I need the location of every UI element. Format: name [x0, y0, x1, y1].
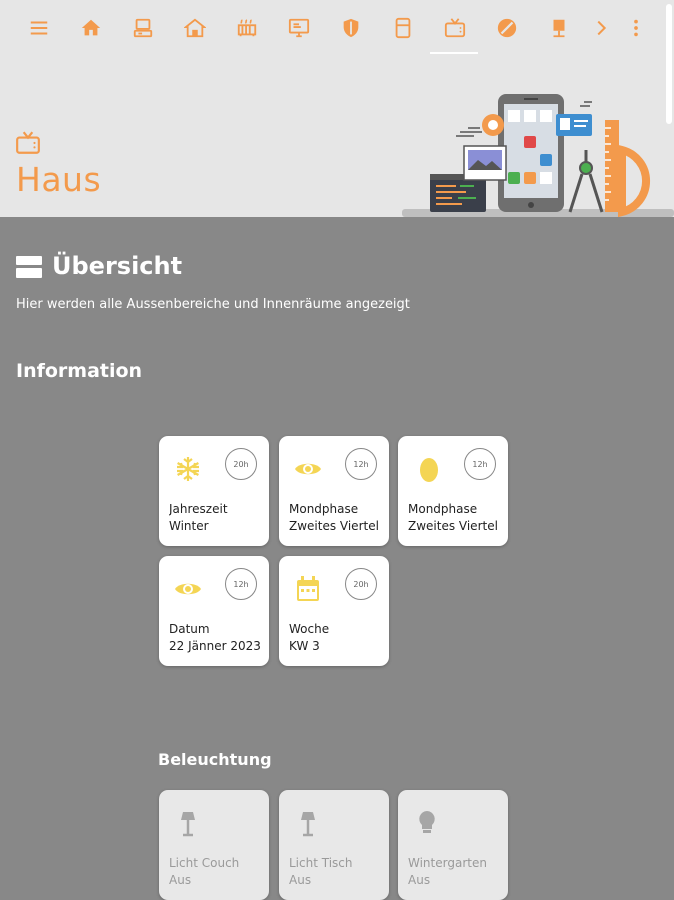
home-icon[interactable]: [77, 14, 105, 42]
menu-icon[interactable]: [25, 14, 53, 42]
chevron-right-icon[interactable]: [587, 14, 615, 42]
card-value: Zweites Viertel: [289, 519, 379, 533]
card-label: Licht Tisch: [289, 856, 353, 870]
view-agenda-icon: [16, 256, 42, 278]
desk-lamp-icon[interactable]: [545, 14, 573, 42]
card-label: Woche: [289, 622, 330, 636]
tv-icon: [14, 130, 42, 156]
beleuchtung-heading: Beleuchtung: [158, 750, 272, 769]
monitor-icon[interactable]: [285, 14, 313, 42]
floor-lamp-icon: [173, 808, 203, 838]
top-bar: Haus: [0, 0, 674, 217]
card-value: Aus: [169, 873, 192, 887]
update-interval-badge: 12h: [225, 568, 257, 600]
scrollbar[interactable]: [666, 4, 672, 124]
card-wintergarten[interactable]: Wintergarten Aus: [398, 790, 508, 900]
card-woche[interactable]: 20h Woche KW 3: [279, 556, 389, 666]
card-mondphase[interactable]: 12h Mondphase Zweites Viertel: [279, 436, 389, 546]
section-description: Hier werden alle Aussenbereiche und Inne…: [16, 297, 410, 312]
tv-icon[interactable]: [441, 14, 469, 42]
computer-icon[interactable]: [129, 14, 157, 42]
card-mondphase-2[interactable]: 12h Mondphase Zweites Viertel: [398, 436, 508, 546]
moon-icon: [412, 454, 442, 484]
active-tab-indicator: [430, 52, 478, 54]
update-interval-badge: 20h: [225, 448, 257, 480]
update-interval-badge: 12h: [345, 448, 377, 480]
eye-icon: [173, 574, 203, 604]
card-label: Wintergarten: [408, 856, 487, 870]
card-label: Licht Couch: [169, 856, 240, 870]
table-lamp-icon: [293, 808, 323, 838]
card-label: Mondphase: [289, 502, 359, 516]
snowflake-icon: [173, 454, 203, 484]
calendar-icon: [293, 574, 323, 604]
section-title: Übersicht: [52, 252, 183, 280]
card-value: KW 3: [289, 639, 320, 653]
header-illustration: [402, 94, 674, 217]
card-value: Aus: [289, 873, 312, 887]
card-licht-tisch[interactable]: Licht Tisch Aus: [279, 790, 389, 900]
card-label: Datum: [169, 622, 210, 636]
house-icon[interactable]: [181, 14, 209, 42]
fridge-icon[interactable]: [389, 14, 417, 42]
update-interval-badge: 20h: [345, 568, 377, 600]
card-label: Jahreszeit: [169, 502, 228, 516]
card-datum[interactable]: 12h Datum 22 Jänner 2023: [159, 556, 269, 666]
information-heading: Information: [16, 360, 143, 382]
card-value: Aus: [408, 873, 431, 887]
bulb-icon: [412, 808, 442, 838]
more-vertical-icon[interactable]: [622, 14, 650, 42]
card-licht-couch[interactable]: Licht Couch Aus: [159, 790, 269, 900]
card-jahreszeit[interactable]: 20h Jahreszeit Winter: [159, 436, 269, 546]
heater-icon[interactable]: [233, 14, 261, 42]
card-value: Winter: [169, 519, 209, 533]
eye-icon: [293, 454, 323, 484]
update-interval-badge: 12h: [464, 448, 496, 480]
card-value: 22 Jänner 2023: [169, 639, 261, 653]
card-label: Mondphase: [408, 502, 478, 516]
card-value: Zweites Viertel: [408, 519, 498, 533]
page-title: Haus: [16, 160, 102, 199]
shield-icon[interactable]: [337, 14, 365, 42]
robot-vacuum-icon[interactable]: [493, 14, 521, 42]
